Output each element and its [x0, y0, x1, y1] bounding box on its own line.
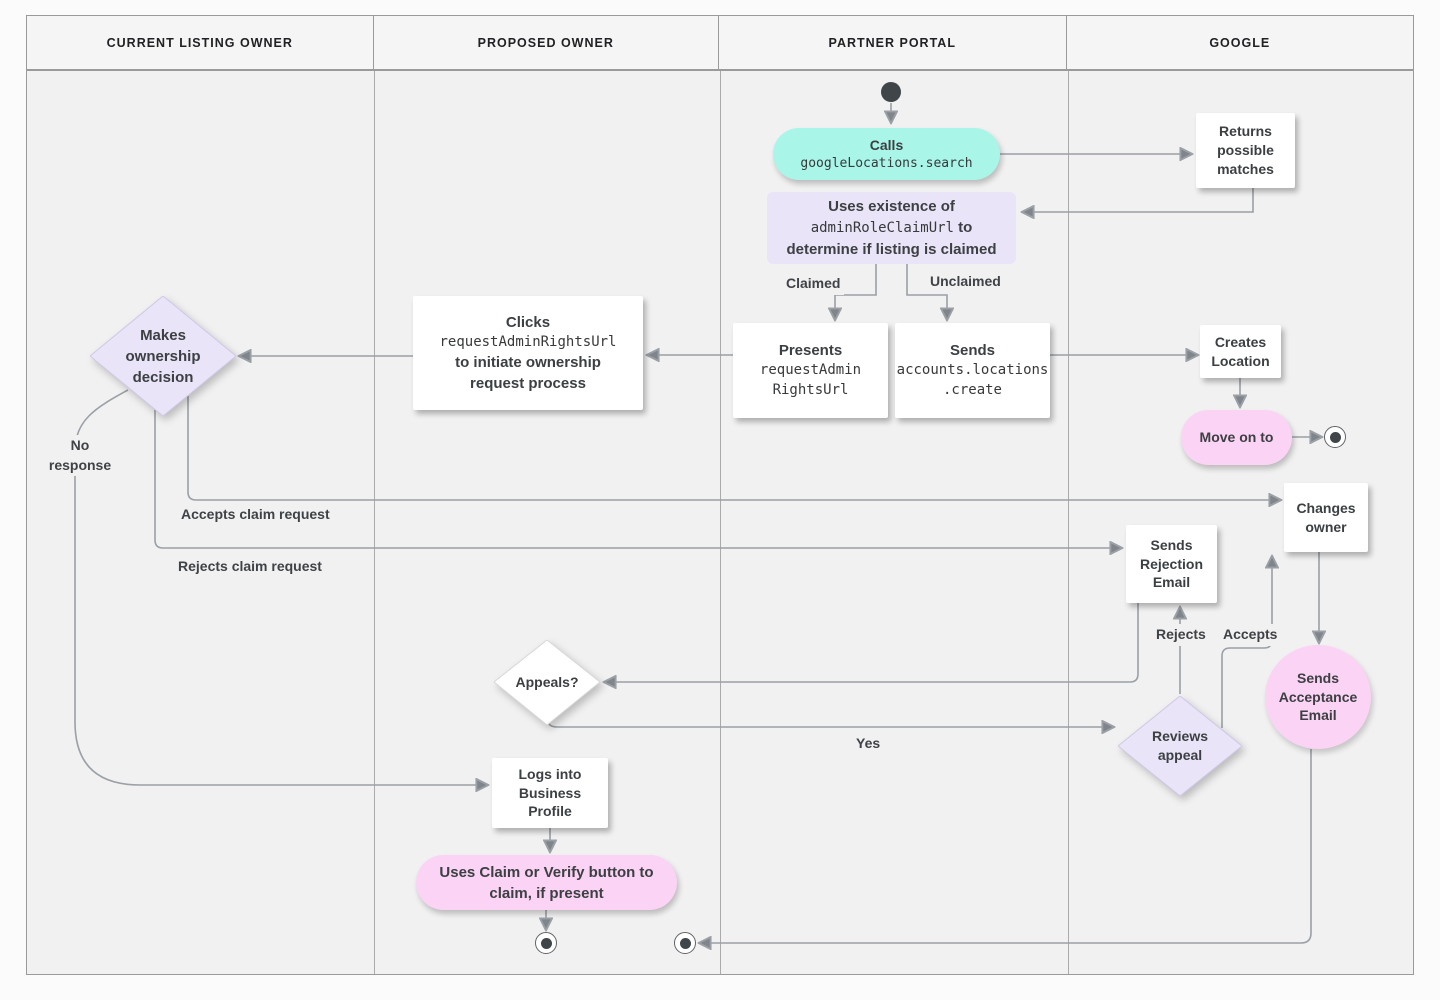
node-calls-googlelocations-search: Calls googleLocations.search	[773, 128, 1000, 180]
lane-divider	[374, 16, 375, 974]
node-label: to initiate ownership	[455, 354, 601, 372]
edge-rejection-to-appeals	[606, 603, 1139, 682]
node-uses-existence: Uses existence of adminRoleClaimUrl to d…	[767, 192, 1016, 264]
node-label: Changes owner	[1296, 499, 1356, 535]
node-move-on-to: Move on to	[1181, 410, 1292, 465]
edge-label-rejects: Rejects	[1152, 624, 1210, 646]
node-label: Sends Acceptance Email	[1278, 669, 1358, 724]
node-changes-owner: Changes owner	[1284, 483, 1368, 552]
node-uses-claim-or-verify: Uses Claim or Verify button to claim, if…	[416, 855, 677, 910]
node-creates-location: Creates Location	[1200, 325, 1281, 378]
node-code-label: adminRoleClaimUrl	[810, 220, 954, 237]
node-label: Returns possible matches	[1217, 123, 1274, 177]
edge-label-claimed: Claimed	[782, 273, 845, 295]
edge-no-response	[74, 389, 486, 785]
lane-divider	[720, 16, 721, 974]
lane-header-proposed-owner: PROPOSED OWNER	[374, 16, 719, 69]
edge-acceptance-to-final	[701, 749, 1312, 943]
node-label: Uses existence of	[828, 198, 955, 216]
node-label: Calls	[869, 136, 904, 153]
node-label: Creates Location	[1211, 333, 1270, 369]
edge-label-accepts: Accepts	[1219, 624, 1282, 646]
lane-divider	[1068, 16, 1069, 974]
node-label: Appeals?	[515, 674, 579, 691]
node-label: request process	[470, 375, 586, 393]
edge-rejects-claim	[154, 410, 1120, 548]
edge-label-yes: Yes	[852, 733, 885, 755]
node-code-label: RightsUrl	[772, 382, 849, 398]
node-label: Clicks	[505, 313, 551, 331]
node-reviews-appeal: Reviews appeal	[1118, 696, 1242, 796]
edge-appeals-yes	[546, 716, 1112, 727]
node-label: to	[953, 219, 973, 237]
node-clicks-requestadminrightsurl: Clicks requestAdminRightsUrl to initiate…	[413, 296, 643, 410]
node-appeals: Appeals?	[494, 640, 600, 725]
node-logs-into-business-profile: Logs into Business Profile	[492, 758, 608, 828]
lane-header-partner-portal: PARTNER PORTAL	[719, 16, 1067, 69]
edge-label-rejects-claim-request: Rejects claim request	[174, 556, 326, 578]
lane-header-google: GOOGLE	[1209, 35, 1271, 50]
node-code-label: accounts.locations	[896, 362, 1049, 379]
edge-claimed	[835, 264, 877, 318]
final-state-icon	[535, 932, 557, 954]
lane-header-row: CURRENT LISTING OWNER PROPOSED OWNER PAR…	[27, 16, 1413, 71]
node-code-label: googleLocations.search	[800, 155, 973, 171]
diagram-frame: CURRENT LISTING OWNER PROPOSED OWNER PAR…	[26, 15, 1414, 975]
node-sends-rejection-email: Sends Rejection Email	[1126, 525, 1217, 603]
node-presents-requestadminrightsurl: Presents requestAdmin RightsUrl	[733, 323, 888, 418]
node-code-label: requestAdminRightsUrl	[439, 333, 617, 350]
edge-unclaimed	[906, 264, 947, 318]
edge-label-no-response: No response	[38, 435, 122, 477]
node-returns-possible-matches: Returns possible matches	[1196, 113, 1295, 188]
start-state-icon	[881, 82, 901, 102]
final-state-icon	[1324, 426, 1346, 448]
node-label: Makes ownership decision	[125, 326, 201, 386]
lane-header-current-listing-owner: CURRENT LISTING OWNER	[27, 16, 374, 69]
node-label: Sends Rejection Email	[1139, 536, 1203, 591]
node-label: Uses Claim or Verify button to claim, if…	[439, 863, 654, 902]
edge-returns-to-uses-existence	[1024, 188, 1254, 212]
node-sends-accounts-locations-create: Sends accounts.locations .create	[895, 323, 1050, 418]
node-label: Logs into Business Profile	[518, 765, 582, 820]
node-label: Reviews appeal	[1151, 728, 1209, 763]
edge-label-unclaimed: Unclaimed	[926, 271, 1005, 293]
node-code-label: .create	[942, 382, 1002, 398]
final-state-icon	[674, 932, 696, 954]
node-label: Presents	[778, 342, 843, 360]
edge-accepts-claim	[187, 396, 1279, 500]
node-label: Sends	[949, 342, 995, 360]
node-sends-acceptance-email: Sends Acceptance Email	[1265, 645, 1371, 749]
node-makes-ownership-decision: Makes ownership decision	[90, 296, 236, 416]
node-label: Move on to	[1199, 429, 1274, 446]
node-label: determine if listing is claimed	[786, 240, 997, 258]
edge-label-accepts-claim-request: Accepts claim request	[177, 504, 334, 526]
node-code-label: requestAdmin	[759, 362, 862, 379]
